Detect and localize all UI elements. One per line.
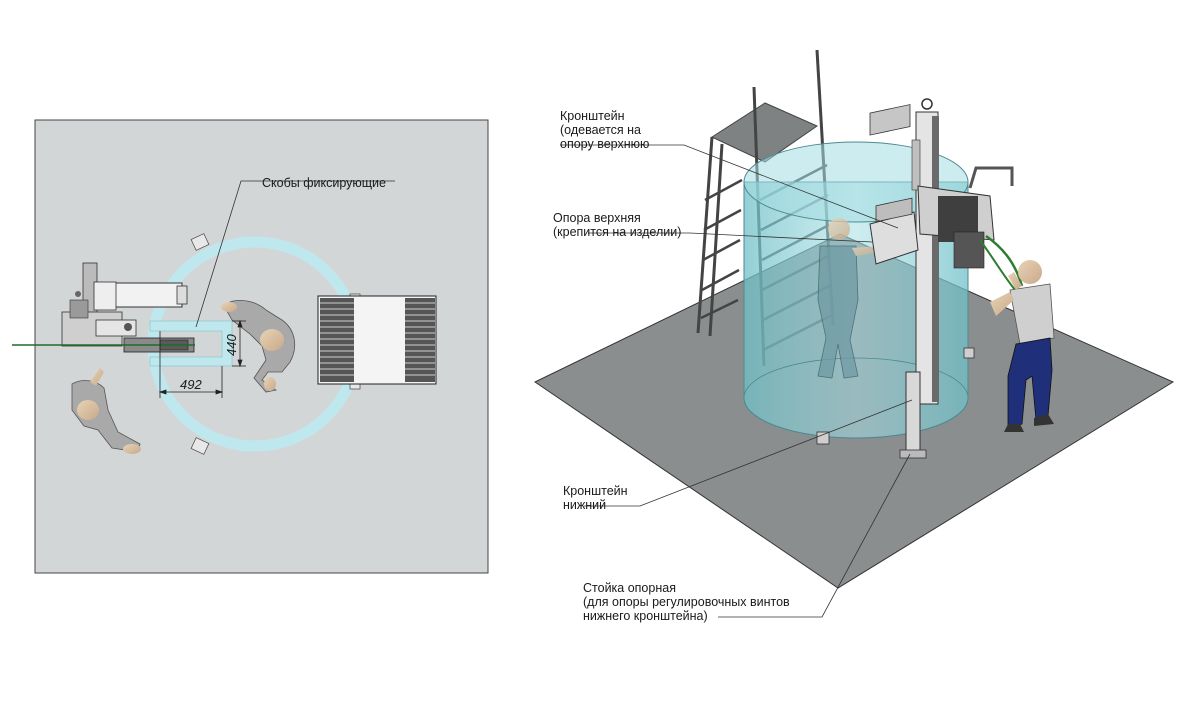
svg-text:(одевается на: (одевается на <box>560 123 641 137</box>
leader-support-upper <box>588 232 873 243</box>
fixing-bracket-bottom <box>190 437 210 455</box>
inner-window <box>149 320 233 367</box>
svg-text:(крепится на изделии): (крепится на изделии) <box>553 225 681 239</box>
svg-text:Опора верхняя: Опора верхняя <box>553 211 641 225</box>
svg-text:нижний: нижний <box>563 498 606 512</box>
fixing-bracket-top <box>190 233 210 251</box>
dimension-lines <box>158 319 246 398</box>
svg-text:Кронштейн: Кронштейн <box>560 109 625 123</box>
iso-column <box>816 98 1024 459</box>
svg-text:(для опоры регулировочных винт: (для опоры регулировочных винтов <box>583 595 790 609</box>
callout-leader-brackets <box>195 180 395 328</box>
svg-text:опору верхнюю: опору верхнюю <box>560 137 649 151</box>
callout-bracket-lower: Кронштейн нижний <box>563 484 628 512</box>
iso-person-inside <box>817 218 880 379</box>
top-view: 492 440 Скобы фиксирующие <box>12 119 489 574</box>
dimension-height: 440 <box>224 334 239 356</box>
dimension-width: 492 <box>180 377 202 392</box>
person-top-right <box>221 300 296 393</box>
svg-text:нижнего кронштейна): нижнего кронштейна) <box>583 609 708 623</box>
callout-support-post: Стойка опорная (для опоры регулировочных… <box>583 581 790 623</box>
iso-view: Кронштейн (одевается на опору верхнюю Оп… <box>534 49 1175 623</box>
leader-bracket-lower <box>584 399 913 507</box>
grating-platform <box>317 295 437 385</box>
person-top-left <box>71 368 141 454</box>
svg-text:Кронштейн: Кронштейн <box>563 484 628 498</box>
callout-bracket-upper: Кронштейн (одевается на опору верхнюю <box>560 109 649 151</box>
leader-support-post <box>718 453 911 618</box>
leader-bracket-upper <box>560 144 899 229</box>
iso-person-outside <box>990 260 1055 432</box>
callout-support-upper: Опора верхняя (крепится на изделии) <box>553 211 681 239</box>
svg-text:Стойка опорная: Стойка опорная <box>583 581 676 595</box>
callout-fixing-brackets: Скобы фиксирующие <box>262 176 386 190</box>
machine-top-view <box>12 262 195 353</box>
